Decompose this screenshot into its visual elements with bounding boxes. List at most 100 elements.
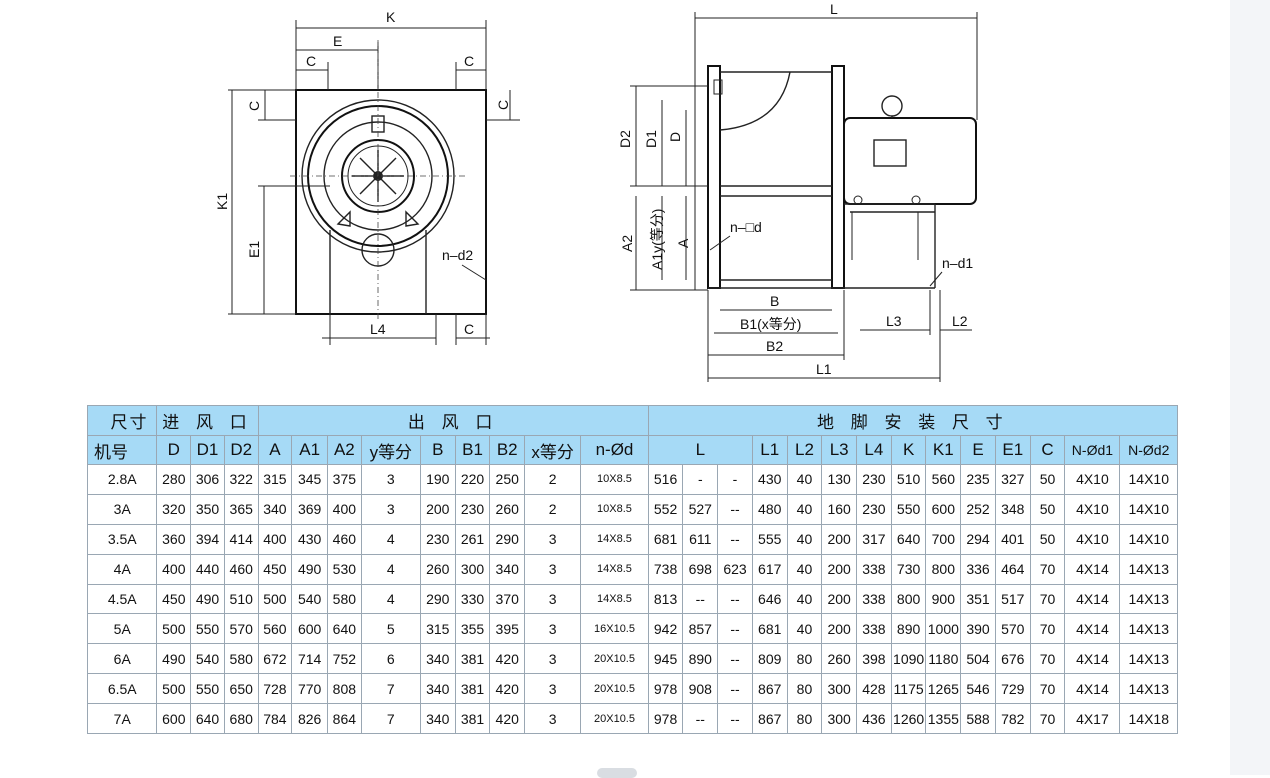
table-cell: 681 (751, 613, 788, 645)
table-cell: 3 (360, 464, 421, 495)
table-cell: 14X8.5 (580, 553, 649, 585)
dim-label: L3 (886, 313, 902, 329)
dim-label: B (770, 293, 779, 309)
table-cell: 7 (360, 703, 421, 734)
table-cell: 800 (890, 583, 927, 615)
col-header: A1 (291, 435, 328, 465)
col-header: L1 (751, 435, 788, 465)
table-cell: 260 (419, 553, 456, 585)
dim-label: C (306, 53, 316, 69)
table-cell: 640 (890, 523, 927, 555)
table-cell: 400 (156, 553, 192, 585)
dim-label: L4 (370, 321, 386, 337)
table-cell: 340 (489, 553, 526, 585)
col-header: L (647, 435, 753, 465)
table-cell: 394 (190, 523, 225, 555)
table-cell: 420 (489, 643, 526, 675)
table-cell: 864 (327, 703, 362, 734)
table-cell: 350 (190, 493, 225, 525)
table-cell: 800 (925, 553, 962, 585)
table-cell: 40 (786, 583, 823, 615)
table-cell: 809 (751, 643, 788, 675)
table-cell: 365 (223, 493, 259, 525)
table-cell: 680 (223, 703, 259, 734)
dim-label: E1 (246, 241, 262, 258)
table-cell: 600 (156, 703, 192, 734)
scroll-indicator[interactable] (597, 768, 637, 778)
table-cell: 504 (960, 643, 996, 675)
table-cell: 4X10 (1064, 493, 1121, 525)
table-cell: 580 (223, 643, 259, 675)
table-cell: 490 (156, 643, 192, 675)
table-cell: 450 (156, 583, 192, 615)
spec-table: 尺寸 进 风 口 出 风 口 地 脚 安 装 尺 寸 机号 D D1 D2 A … (86, 405, 1179, 734)
table-cell: 500 (257, 583, 293, 615)
table-cell: 160 (821, 493, 858, 525)
table-cell: 200 (821, 553, 858, 585)
table-cell: -- (717, 613, 753, 645)
table-cell: 320 (156, 493, 192, 525)
table-cell: 420 (489, 703, 526, 734)
table-cell: 370 (489, 583, 526, 615)
table-cell: 3 (524, 553, 582, 585)
table-cell: 460 (327, 523, 362, 555)
table-cell: 540 (190, 643, 225, 675)
table-cell: 338 (856, 553, 892, 585)
table-cell: 290 (489, 523, 526, 555)
table-cell: 14X13 (1119, 673, 1178, 704)
col-header: D1 (190, 435, 225, 465)
dim-label: B1(x等分) (740, 316, 801, 332)
table-cell: 235 (960, 464, 996, 495)
table-cell: 640 (327, 613, 362, 645)
table-cell: 10X8.5 (580, 464, 649, 495)
table-cell: 280 (156, 464, 192, 495)
col-header: L2 (786, 435, 823, 465)
table-cell: 50 (1029, 523, 1066, 555)
table-cell: 857 (682, 613, 719, 645)
table-cell: 300 (454, 553, 491, 585)
table-cell: 1180 (925, 643, 962, 675)
table-cell: 560 (925, 464, 962, 495)
table-cell: 3 (524, 613, 582, 645)
model-cell: 3.5A (86, 523, 158, 555)
table-cell: 70 (1029, 673, 1066, 704)
table-cell: 375 (327, 464, 362, 495)
table-cell: 230 (856, 464, 892, 495)
table-cell: 200 (419, 493, 456, 525)
table-cell: 4 (360, 523, 421, 555)
table-cell: 676 (994, 643, 1031, 675)
table-cell: 580 (327, 583, 362, 615)
table-cell: 4X10 (1064, 464, 1121, 495)
table-cell: 130 (821, 464, 858, 495)
table-cell: 340 (419, 703, 456, 734)
table-cell: 260 (489, 493, 526, 525)
table-cell: 550 (190, 673, 225, 704)
table-cell: 200 (821, 583, 858, 615)
table-cell: 784 (257, 703, 293, 734)
dim-label: L1 (816, 361, 832, 377)
table-cell: 14X13 (1119, 613, 1178, 645)
table-cell: 430 (291, 523, 328, 555)
table-cell: 1000 (925, 613, 962, 645)
table-cell: 338 (856, 583, 892, 615)
model-cell: 2.8A (86, 464, 158, 495)
table-cell: 261 (454, 523, 491, 555)
corner-header-bottom: 机号 (86, 435, 158, 465)
table-cell: 360 (156, 523, 192, 555)
table-cell: 490 (190, 583, 225, 615)
table-cell: 190 (419, 464, 456, 495)
model-cell: 4.5A (86, 583, 158, 615)
table-cell: 500 (156, 673, 192, 704)
table-cell: 540 (291, 583, 328, 615)
table-cell: 14X10 (1119, 464, 1178, 495)
dim-label: C (495, 100, 511, 110)
col-header: B (419, 435, 456, 465)
table-cell: 40 (786, 523, 823, 555)
table-cell: - (682, 464, 719, 495)
table-cell: 681 (647, 523, 684, 555)
table-cell: 440 (190, 553, 225, 585)
